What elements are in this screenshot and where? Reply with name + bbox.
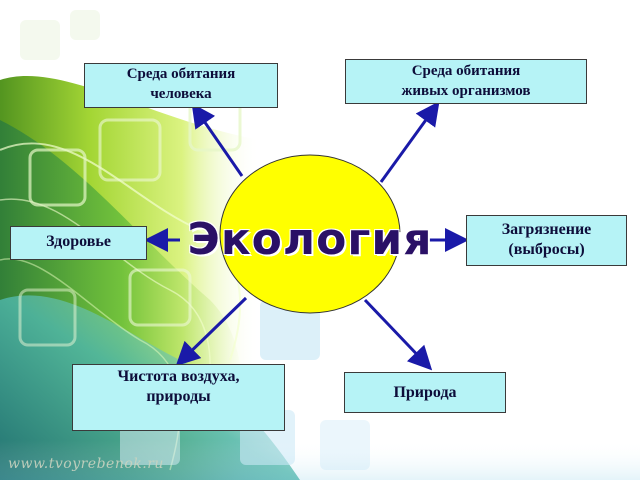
arrow-to-organisms: [379, 101, 440, 183]
arrow-to-nature: [363, 298, 433, 371]
box-organisms-habitat: Среда обитания живых организмов: [345, 59, 587, 104]
center-title: Экология: [187, 214, 433, 265]
arrow-to-human: [191, 103, 244, 177]
box-pollution: Загрязнение (выбросы): [466, 215, 627, 266]
center-circle: [219, 154, 401, 314]
box-human-habitat: Среда обитания человека: [84, 63, 278, 108]
box-air-cleanliness: Чистота воздуха, природы: [72, 364, 285, 431]
box-nature: Природа: [344, 372, 506, 413]
arrow-to-air: [175, 296, 248, 367]
box-health: Здоровье: [10, 226, 147, 260]
watermark: www.tvoyrebenok.ru: [8, 456, 164, 472]
